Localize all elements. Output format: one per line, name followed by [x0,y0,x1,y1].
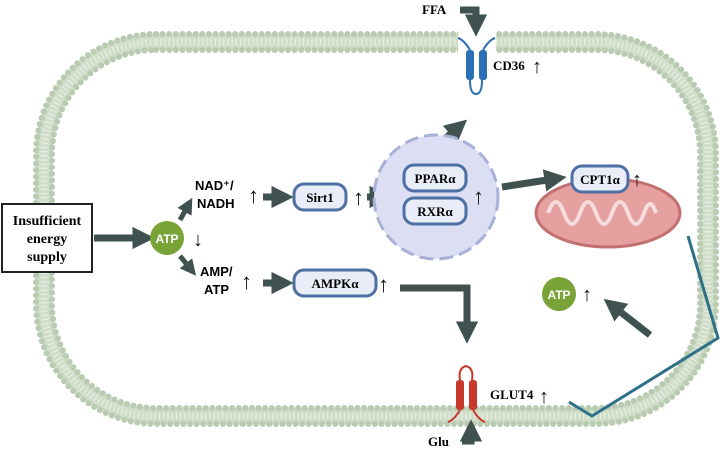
cell-membrane [33,30,719,427]
amp-ratio-line2: ATP [204,282,229,297]
amp-up-arrow: ↑ [241,269,252,294]
arrow-ppar-to-cpt1 [501,169,567,192]
sirt1-protein: Sirt1 [292,182,348,212]
input-line-3: supply [27,250,67,265]
cd36-up-arrow: ↑ [532,56,542,78]
atp-right-label: ATP [547,288,570,302]
ampk-protein: AMPKα [292,268,378,298]
input-line-1: Insufficient [13,214,82,229]
ppar-protein: PPARα [402,163,468,193]
amp-ratio-line1: AMP/ [200,264,233,279]
cpt1-up-arrow: ↑ [632,169,642,191]
arrow-atp-to-nad [177,197,193,222]
cpt1-label: CPT1α [580,172,621,187]
insufficient-energy-box: Insufficient energy supply [1,203,93,273]
rxr-protein: RXRα [402,196,468,226]
rxr-label: RXRα [417,204,453,219]
glu-label: Glu [428,434,449,449]
ampk-label: AMPKα [312,276,360,291]
arrow-glu-to-glut4 [459,419,483,445]
cd36-transporter-icon [457,37,496,96]
glut4-transporter-icon [447,364,486,423]
ffa-label: FFA [422,2,447,17]
atp-center-down-arrow: ↓ [193,229,203,251]
cpt1-protein: CPT1α [570,164,630,194]
nad-up-arrow: ↑ [248,183,259,208]
nad-ratio-line1: NAD⁺/ [195,178,234,193]
atp-right-up-arrow: ↑ [582,284,592,306]
ppar-rxr-up-arrow: ↑ [473,184,484,209]
teal-feedback-line [568,235,720,418]
input-line-2: energy [27,232,67,247]
arrow-ampk-to-glut4 [400,284,479,344]
ppar-label: PPARα [415,171,457,186]
glut4-label: GLUT4 [490,387,534,402]
sirt1-label: Sirt1 [306,190,333,205]
glut4-up-arrow: ↑ [539,386,549,408]
cd36-label: CD36 [493,58,525,73]
arrow-to-atp-right [603,298,653,338]
sirt1-up-arrow: ↑ [353,185,364,210]
atp-center-node: ATP [150,221,184,255]
atp-center-label: ATP [155,232,178,246]
arrow-ffa-to-cd36 [460,6,488,37]
atp-right-node: ATP [542,277,576,311]
nad-ratio-line2: NADH [197,196,235,211]
arrows [94,6,653,445]
arrow-atp-to-amp [178,254,197,276]
ampk-up-arrow: ↑ [378,272,389,297]
